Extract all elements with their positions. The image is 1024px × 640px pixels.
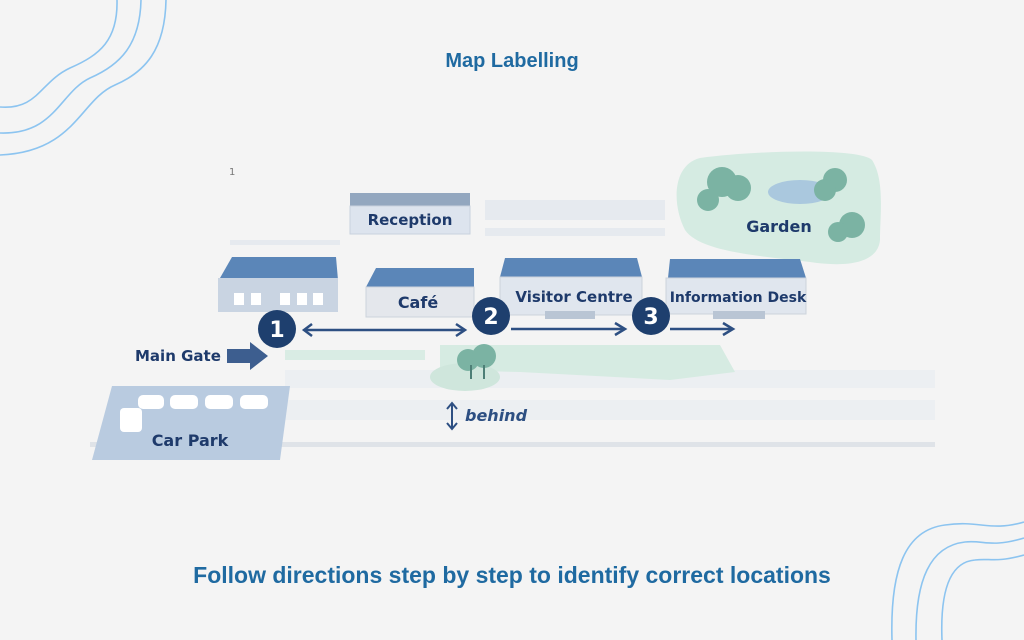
building-unlabelled[interactable] [218, 257, 338, 312]
svg-text:2: 2 [483, 305, 498, 330]
step-marker-3[interactable]: 3 [632, 297, 670, 335]
tree-icon [697, 167, 865, 242]
campus-map: 1 Garden Reception [90, 151, 935, 460]
stray-mark: 1 [229, 167, 235, 178]
step-marker-1[interactable]: 1 [258, 310, 296, 348]
main-gate[interactable]: Main Gate [135, 342, 268, 370]
garden-label: Garden [746, 217, 812, 236]
building-cafe[interactable]: Café [365, 268, 475, 318]
green-strip [440, 345, 735, 380]
page-title: Map Labelling [445, 50, 579, 72]
building-information-desk[interactable]: Information Desk [665, 259, 807, 319]
behind-label: behind [465, 406, 528, 425]
car-park-label: Car Park [152, 431, 229, 450]
visitor-centre-label: Visitor Centre [515, 288, 632, 306]
step-marker-2[interactable]: 2 [472, 297, 510, 335]
building-reception[interactable]: Reception [349, 193, 471, 235]
car-icon [120, 395, 268, 432]
tree-icon [430, 344, 500, 391]
windows [234, 293, 323, 305]
instruction-text: Follow directions step by step to identi… [193, 562, 831, 588]
svg-text:3: 3 [643, 305, 658, 330]
arrowhead-right [455, 322, 468, 338]
svg-text:1: 1 [269, 318, 284, 343]
garden-area: Garden [676, 151, 881, 265]
car-park-area[interactable]: Car Park [92, 386, 290, 460]
arrow-right-icon [227, 342, 268, 370]
main-gate-label: Main Gate [135, 347, 221, 365]
behind-annotation: behind [446, 401, 528, 431]
arrowhead-right [722, 321, 736, 337]
cafe-label: Café [398, 293, 439, 312]
decorative-curves-bottom-right [891, 521, 1024, 640]
reception-label: Reception [368, 211, 453, 229]
arrowhead-right [614, 321, 628, 337]
decorative-curves-top-left [0, 0, 167, 156]
green-strip [285, 350, 425, 360]
building-visitor-centre[interactable]: Visitor Centre [499, 258, 643, 319]
route-arrows [301, 321, 736, 338]
information-desk-label: Information Desk [670, 290, 807, 306]
arrowhead-left [301, 323, 313, 337]
vertical-double-arrow-icon [446, 401, 458, 431]
